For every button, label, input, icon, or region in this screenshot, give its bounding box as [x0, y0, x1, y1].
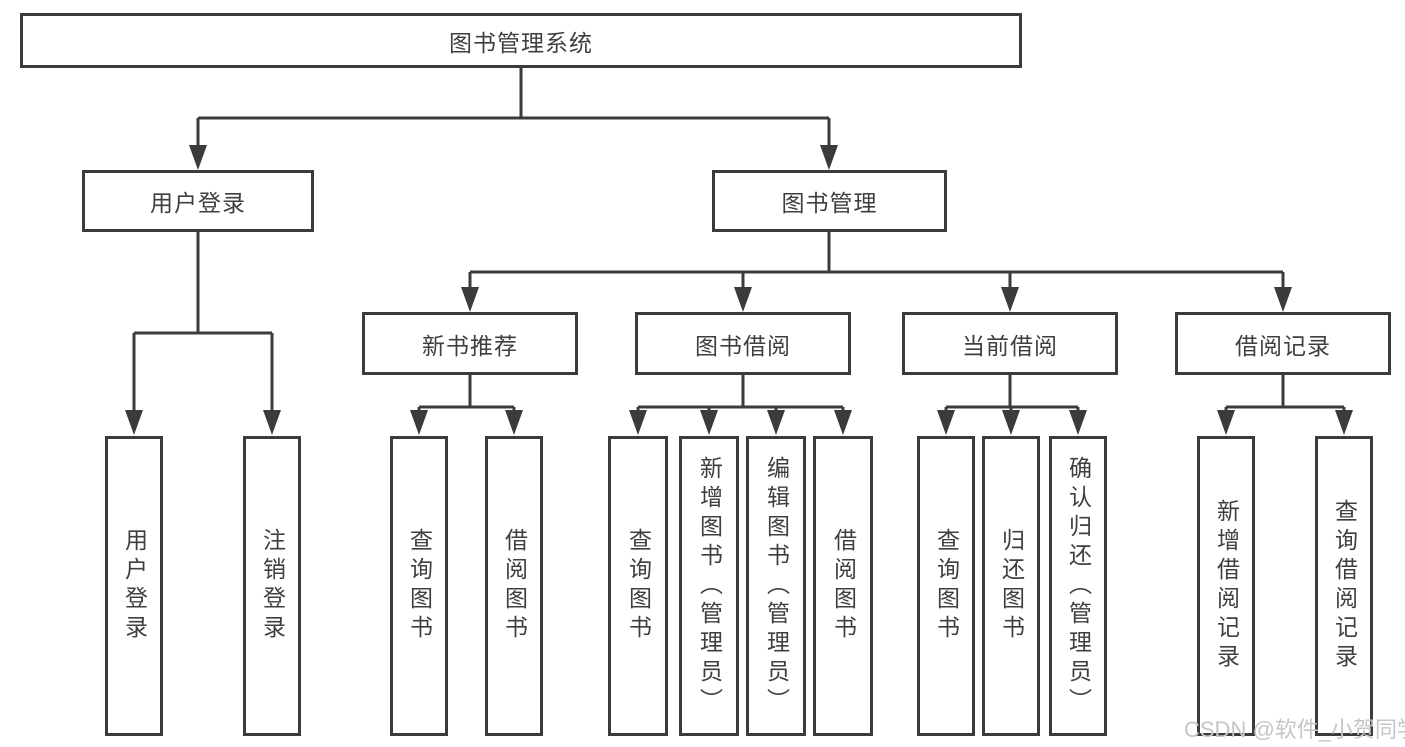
connector-new-book-children: [417, 375, 516, 414]
node-user-login: 用户登录: [82, 170, 314, 232]
leaf-add-borrow-record: 新增借阅记录: [1197, 436, 1255, 736]
leaf-logout: 注销登录: [243, 436, 301, 736]
node-new-book-recommend: 新书推荐: [362, 312, 578, 375]
leaf-query-books-current: 查询图书: [917, 436, 975, 736]
leaf-query-borrow-record: 查询借阅记录: [1315, 436, 1373, 736]
connector-current-borrow-children: [944, 375, 1080, 414]
node-borrow-records: 借阅记录: [1175, 312, 1391, 375]
node-library-system: 图书管理系统: [20, 13, 1022, 68]
connector-user-login-children: [132, 232, 274, 414]
connector-book-management-children: [468, 232, 1285, 292]
leaf-borrow-books-recommend: 借阅图书: [485, 436, 543, 736]
leaf-return-books: 归还图书: [982, 436, 1040, 736]
leaf-edit-books-admin: 编辑图书（管理员）: [746, 436, 806, 736]
node-book-management: 图书管理: [712, 170, 947, 232]
connector-book-borrow-children: [636, 375, 845, 414]
leaf-add-books-admin: 新增图书（管理员）: [679, 436, 739, 736]
csdn-watermark: CSDN @软件_小贺同学: [1184, 717, 1405, 742]
connector-borrow-records-children: [1224, 375, 1346, 414]
node-current-borrow: 当前借阅: [902, 312, 1118, 375]
leaf-user-login: 用户登录: [105, 436, 163, 736]
connector-root-to-level2: [196, 68, 831, 150]
node-book-borrow: 图书借阅: [635, 312, 851, 375]
leaf-query-books-borrow: 查询图书: [608, 436, 668, 736]
leaf-query-books-recommend: 查询图书: [390, 436, 448, 736]
leaf-confirm-return-admin: 确认归还（管理员）: [1049, 436, 1107, 736]
leaf-borrow-books: 借阅图书: [813, 436, 873, 736]
